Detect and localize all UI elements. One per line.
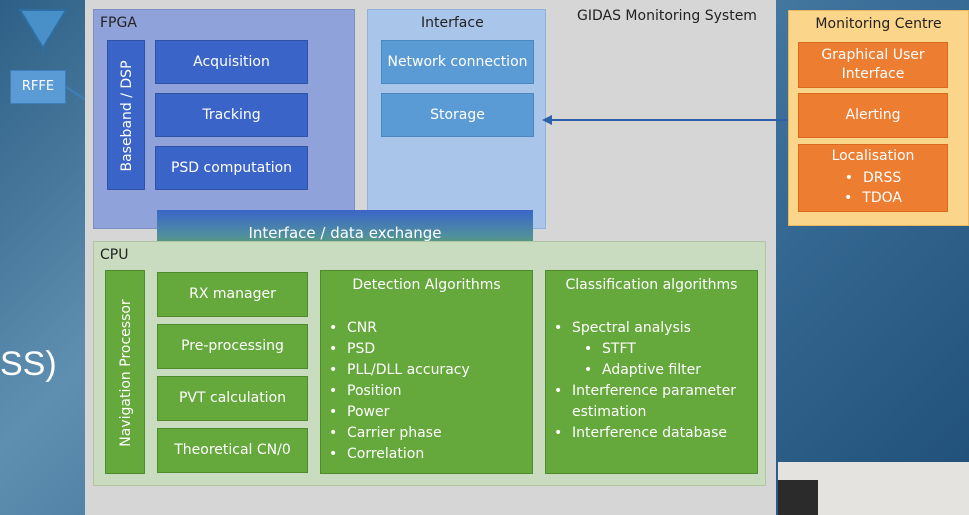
fpga-label: FPGA [100,15,137,31]
list-item: Correlation [321,444,532,465]
detection-list: CNR PSD PLL/DLL accuracy Position Power … [321,318,532,465]
list-item: Interference database [546,423,757,444]
list-item: Carrier phase [321,423,532,444]
photo-dark-area [778,480,818,515]
alerting-box: Alerting [798,93,948,138]
gui-box: Graphical User Interface [798,42,948,88]
pre-processing-box: Pre-processing [157,324,308,369]
detection-algorithms-box: Detection Algorithms CNR PSD PLL/DLL acc… [320,270,533,474]
acquisition-box: Acquisition [155,40,308,84]
list-subitem: STFT [546,339,757,360]
navigation-processor-label: Navigation Processor [117,299,134,447]
list-item: Position [321,381,532,402]
theoretical-cn0-box: Theoretical CN/0 [157,428,308,473]
detection-title: Detection Algorithms [352,277,501,293]
list-item: Interference parameter estimation [546,381,757,423]
list-item: Spectral analysis [546,318,757,339]
rffe-box: RFFE [10,70,66,104]
list-item: TDOA [862,190,902,206]
navigation-processor-box: Navigation Processor [105,270,145,474]
classification-title: Classification algorithms [565,277,738,293]
storage-box: Storage [381,93,534,137]
list-item: DRSS [862,170,902,186]
interface-label: Interface [421,15,484,31]
classification-algorithms-box: Classification algorithms Spectral analy… [545,270,758,474]
pvt-calculation-box: PVT calculation [157,376,308,421]
partial-title-text: SS) [0,345,57,383]
system-title: GIDAS Monitoring System [577,8,757,24]
list-subitem: Adaptive filter [546,360,757,381]
cpu-label: CPU [100,247,129,263]
list-item: PLL/DLL accuracy [321,360,532,381]
list-item: PSD [321,339,532,360]
localisation-box: Localisation •DRSS •TDOA [798,144,948,212]
localisation-label: Localisation [831,148,915,164]
antenna-icon [18,9,68,53]
rx-manager-box: RX manager [157,272,308,317]
list-item: Power [321,402,532,423]
network-connection-box: Network connection [381,40,534,84]
link-arrow [542,115,788,125]
monitoring-centre-label: Monitoring Centre [815,16,942,32]
list-item: CNR [321,318,532,339]
psd-computation-box: PSD computation [155,146,308,190]
classification-list: Spectral analysis STFT Adaptive filter I… [546,318,757,444]
baseband-dsp-label: Baseband / DSP [118,60,135,172]
tracking-box: Tracking [155,93,308,137]
localisation-list: •DRSS •TDOA [844,170,902,206]
baseband-dsp-box: Baseband / DSP [107,40,145,190]
